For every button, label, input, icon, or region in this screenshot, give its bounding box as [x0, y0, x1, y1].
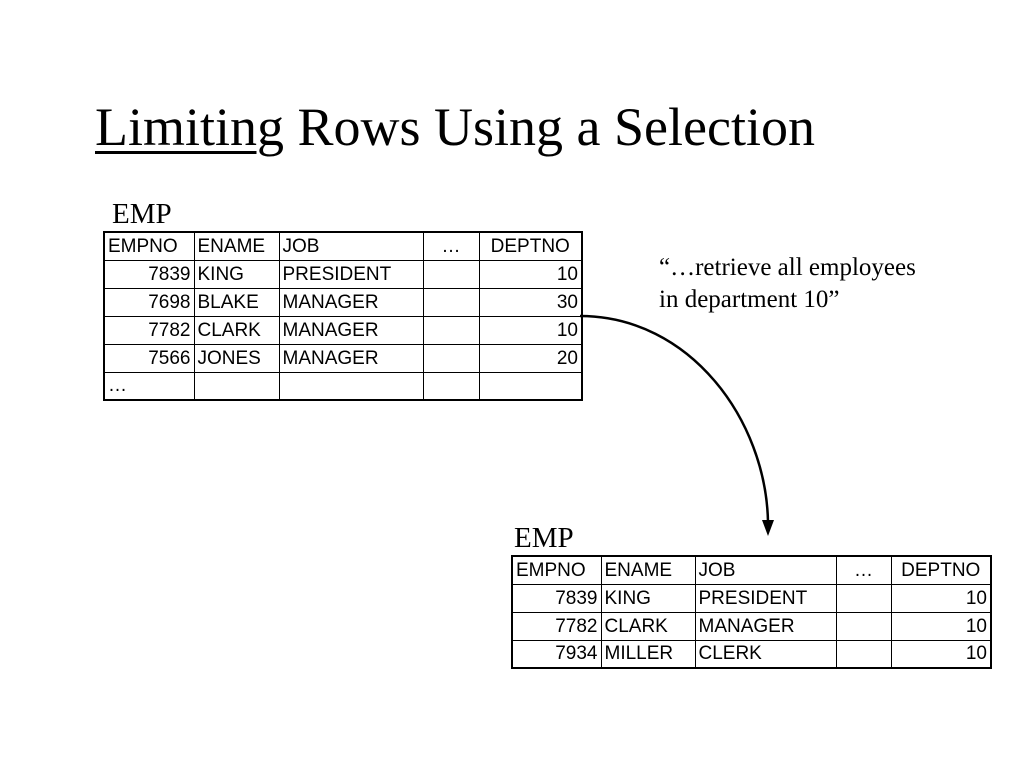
source-table-label: EMP [112, 198, 172, 230]
table-cell [422, 343, 480, 373]
title-underlined-word: Limiting [95, 97, 284, 157]
table-cell [835, 583, 892, 613]
table-cell: MILLER [600, 639, 696, 669]
header-cell: ENAME [600, 555, 696, 585]
table-cell: MANAGER [278, 287, 424, 317]
table-cell: MANAGER [694, 611, 837, 641]
table-cell: KING [600, 583, 696, 613]
table-cell [835, 611, 892, 641]
header-cell: EMPNO [511, 555, 602, 585]
table-cell: 7566 [103, 343, 195, 373]
table-cell [422, 371, 480, 401]
table-cell: 10 [890, 639, 992, 669]
table-cell: CLARK [600, 611, 696, 641]
table-cell [835, 639, 892, 669]
table-header-row: EMPNO ENAME JOB … DEPTNO [511, 555, 992, 585]
table-cell: PRESIDENT [694, 583, 837, 613]
header-cell: DEPTNO [478, 231, 583, 261]
table-cell: 10 [890, 583, 992, 613]
table-cell: CLARK [193, 315, 280, 345]
quote-line-2: in department 10” [659, 286, 840, 313]
arrow-curve [579, 314, 770, 523]
table-cell [478, 371, 583, 401]
table-cell: 7782 [511, 611, 602, 641]
slide-title: Limiting Rows Using a Selection [95, 100, 815, 154]
table-row: 7782 CLARK MANAGER 10 [511, 611, 992, 641]
quote-line-1: “…retrieve all employees [659, 254, 916, 281]
arrow-head [762, 520, 774, 536]
table-cell: 7839 [511, 583, 602, 613]
table-cell: 10 [478, 315, 583, 345]
result-table: EMPNO ENAME JOB … DEPTNO 7839 KING PRESI… [511, 555, 992, 669]
title-rest: Rows Using a Selection [284, 97, 815, 157]
table-row: 7839 KING PRESIDENT 10 [511, 583, 992, 613]
table-cell: BLAKE [193, 287, 280, 317]
header-cell: ENAME [193, 231, 280, 261]
header-cell: … [835, 555, 892, 585]
table-row: 7782 CLARK MANAGER 10 [103, 315, 583, 345]
table-cell: PRESIDENT [278, 259, 424, 289]
table-cell: … [103, 371, 195, 401]
table-cell [193, 371, 280, 401]
table-cell: MANAGER [278, 315, 424, 345]
table-row: 7839 KING PRESIDENT 10 [103, 259, 583, 289]
result-table-label: EMP [514, 522, 574, 554]
table-cell: 10 [478, 259, 583, 289]
table-cell: CLERK [694, 639, 837, 669]
table-cell: 7698 [103, 287, 195, 317]
table-cell: JONES [193, 343, 280, 373]
table-row: 7698 BLAKE MANAGER 30 [103, 287, 583, 317]
header-cell: DEPTNO [890, 555, 992, 585]
table-row: … [103, 371, 583, 401]
header-cell: JOB [694, 555, 837, 585]
source-table: EMPNO ENAME JOB … DEPTNO 7839 KING PRESI… [103, 231, 583, 401]
table-cell: 7934 [511, 639, 602, 669]
table-row: 7934 MILLER CLERK 10 [511, 639, 992, 669]
table-cell: 10 [890, 611, 992, 641]
selection-criteria-quote: “…retrieve all employees in department 1… [659, 252, 989, 316]
